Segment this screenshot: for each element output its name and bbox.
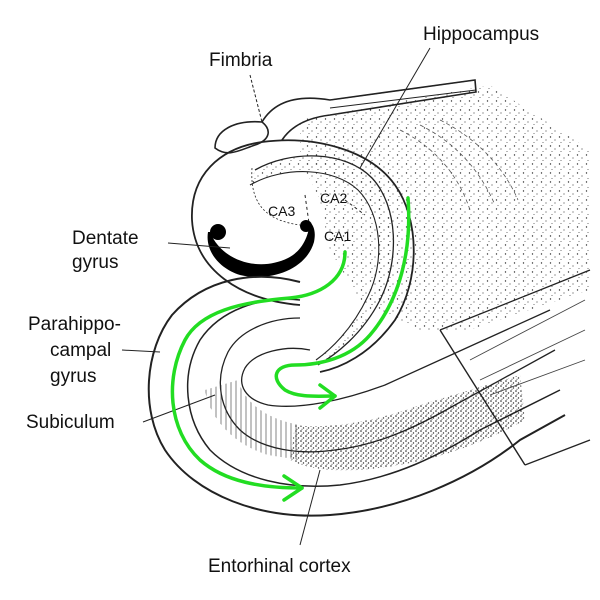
dentate-gyrus-crescent xyxy=(207,222,315,277)
hippocampus-leader xyxy=(359,47,431,169)
dentate-gyrus-label-line1: Dentate xyxy=(72,228,139,249)
parahippocampal-outline xyxy=(147,275,566,517)
perforant-pathway-arrow-outer xyxy=(170,250,347,490)
fimbria-leader xyxy=(249,74,263,123)
dentate-leader xyxy=(167,242,231,249)
parahippocampal-label-line2: campal xyxy=(50,340,112,361)
entorhinal-dense-region xyxy=(290,375,525,471)
parahippocampal-leader xyxy=(121,349,161,353)
parahippocampal-label-line1: Parahippo- xyxy=(28,314,121,335)
arrowhead-inner xyxy=(318,383,337,410)
hippocampus-label: Hippocampus xyxy=(423,24,540,45)
ca1-label: CA1 xyxy=(324,228,351,244)
ca2-label: CA2 xyxy=(320,190,347,206)
hippocampus-outer-outline xyxy=(191,139,415,373)
fimbria-label: Fimbria xyxy=(209,50,273,71)
entorhinal-cortex-label: Entorhinal cortex xyxy=(208,556,351,577)
perforant-pathway-arrow-inner xyxy=(274,196,411,398)
entorhinal-leader xyxy=(299,469,321,546)
dentate-gyrus-label-line2: gyrus xyxy=(72,252,119,273)
arrowhead-outer xyxy=(282,474,304,502)
stippled-tissue-region xyxy=(300,85,590,330)
subiculum-hatched-region xyxy=(205,380,300,460)
subiculum-leader xyxy=(142,394,216,423)
subiculum-label: Subiculum xyxy=(26,412,115,433)
parahippocampal-label-line3: gyrus xyxy=(50,366,97,387)
ca3-label: CA3 xyxy=(268,203,295,219)
